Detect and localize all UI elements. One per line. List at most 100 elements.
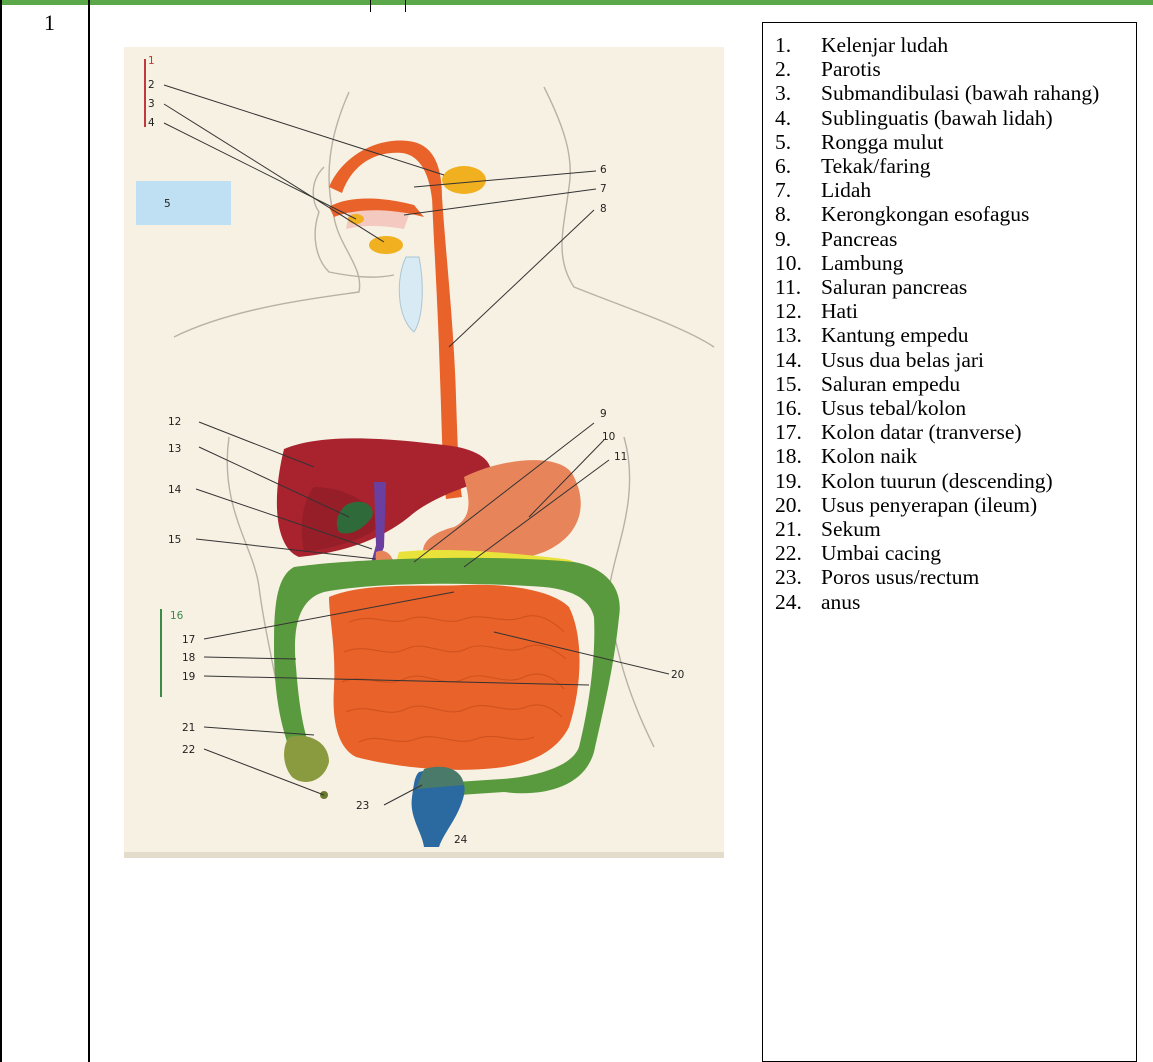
legend-number: 5. (763, 130, 821, 154)
table-header-divider (370, 0, 371, 12)
legend-item: 6.Tekak/faring (763, 154, 1136, 178)
legend-number: 10. (763, 251, 821, 275)
legend-item: 22.Umbai cacing (763, 541, 1136, 565)
diagram-label-10: 10 (602, 431, 615, 443)
legend-text: Submandibulasi (bawah rahang) (821, 81, 1136, 105)
legend-number: 2. (763, 57, 821, 81)
legend-item: 2.Parotis (763, 57, 1136, 81)
bar-16 (160, 609, 162, 697)
legend-text: Rongga mulut (821, 130, 1136, 154)
legend-number: 21. (763, 517, 821, 541)
legend-item: 14.Usus dua belas jari (763, 348, 1136, 372)
diagram-label-23: 23 (356, 800, 369, 812)
legend-number: 18. (763, 444, 821, 468)
legend-text: Kolon naik (821, 444, 1136, 468)
legend-item: 7.Lidah (763, 178, 1136, 202)
legend-number: 16. (763, 396, 821, 420)
legend-number: 19. (763, 469, 821, 493)
diagram-label-22: 22 (182, 744, 195, 756)
table-header-divider-2 (405, 0, 406, 12)
legend-text: Kolon tuurun (descending) (821, 469, 1136, 493)
legend-item: 1.Kelenjar ludah (763, 33, 1136, 57)
table-left-border (0, 0, 2, 1062)
legend-number: 22. (763, 541, 821, 565)
legend-text: Lambung (821, 251, 1136, 275)
legend-text: Kolon datar (tranverse) (821, 420, 1136, 444)
parotid-gland (442, 166, 486, 194)
legend-text: Poros usus/rectum (821, 565, 1136, 589)
trachea (399, 257, 422, 332)
diagram-label-20: 20 (671, 669, 684, 681)
legend-text: Parotis (821, 57, 1136, 81)
diagram-label-16: 16 (170, 610, 184, 622)
legend-number: 3. (763, 81, 821, 105)
diagram-label-17: 17 (182, 634, 195, 646)
legend-item: 18.Kolon naik (763, 444, 1136, 468)
legend-number: 14. (763, 348, 821, 372)
legend-text: Lidah (821, 178, 1136, 202)
diagram-label-11: 11 (614, 451, 627, 463)
diagram-label-24: 24 (454, 834, 468, 846)
diagram-label-18: 18 (182, 652, 195, 664)
legend-number: 20. (763, 493, 821, 517)
legend-number: 12. (763, 299, 821, 323)
cecum (284, 736, 329, 782)
row-number: 1 (44, 10, 55, 36)
diagram-label-4: 4 (148, 117, 155, 129)
diagram-label-8: 8 (600, 203, 607, 215)
legend-text: Hati (821, 299, 1136, 323)
diagram-label-19: 19 (182, 671, 195, 683)
legend-text: anus (821, 590, 1136, 614)
legend-number: 4. (763, 106, 821, 130)
diagram-label-2: 2 (148, 79, 155, 91)
legend-text: Sublinguatis (bawah lidah) (821, 106, 1136, 130)
legend-number: 8. (763, 202, 821, 226)
diagram-label-14: 14 (168, 484, 182, 496)
legend-number: 15. (763, 372, 821, 396)
legend-number: 17. (763, 420, 821, 444)
legend-text: Kerongkongan esofagus (821, 202, 1136, 226)
legend-text: Pancreas (821, 227, 1136, 251)
legend-item: 5.Rongga mulut (763, 130, 1136, 154)
pharynx (329, 140, 442, 199)
legend-text: Usus tebal/kolon (821, 396, 1136, 420)
table-top-border (0, 0, 1153, 5)
submandibular-gland (369, 236, 403, 254)
legend-item: 11.Saluran pancreas (763, 275, 1136, 299)
diagram-label-1: 1 (148, 55, 155, 67)
legend-text: Umbai cacing (821, 541, 1136, 565)
legend-number: 23. (763, 565, 821, 589)
legend-item: 9.Pancreas (763, 227, 1136, 251)
legend-item: 20.Usus penyerapan (ileum) (763, 493, 1136, 517)
legend-text: Usus dua belas jari (821, 348, 1136, 372)
diagram-label-6: 6 (600, 164, 607, 176)
diagram-label-3: 3 (148, 98, 155, 110)
legend-item: 10.Lambung (763, 251, 1136, 275)
legend-text: Saluran pancreas (821, 275, 1136, 299)
bar-1 (144, 59, 146, 127)
diagram-label-21: 21 (182, 722, 195, 734)
legend-item: 19.Kolon tuurun (descending) (763, 469, 1136, 493)
legend-text: Kelenjar ludah (821, 33, 1136, 57)
diagram-label-9: 9 (600, 408, 607, 420)
legend-item: 24.anus (763, 590, 1136, 614)
legend-item: 16.Usus tebal/kolon (763, 396, 1136, 420)
legend-number: 11. (763, 275, 821, 299)
legend-item: 13.Kantung empedu (763, 323, 1136, 347)
legend-number: 1. (763, 33, 821, 57)
legend-item: 23.Poros usus/rectum (763, 565, 1136, 589)
table-column-divider (88, 0, 90, 1062)
diagram-label-5: 5 (164, 198, 171, 210)
small-intestine (329, 585, 580, 770)
legend-item: 12.Hati (763, 299, 1136, 323)
legend-item: 3.Submandibulasi (bawah rahang) (763, 81, 1136, 105)
legend-number: 6. (763, 154, 821, 178)
diagram-label-12: 12 (168, 416, 181, 428)
legend-item: 15.Saluran empedu (763, 372, 1136, 396)
legend-number: 9. (763, 227, 821, 251)
legend-item: 4.Sublinguatis (bawah lidah) (763, 106, 1136, 130)
legend-text: Sekum (821, 517, 1136, 541)
legend-number: 13. (763, 323, 821, 347)
legend-item: 8.Kerongkongan esofagus (763, 202, 1136, 226)
diagram-label-13: 13 (168, 443, 181, 455)
